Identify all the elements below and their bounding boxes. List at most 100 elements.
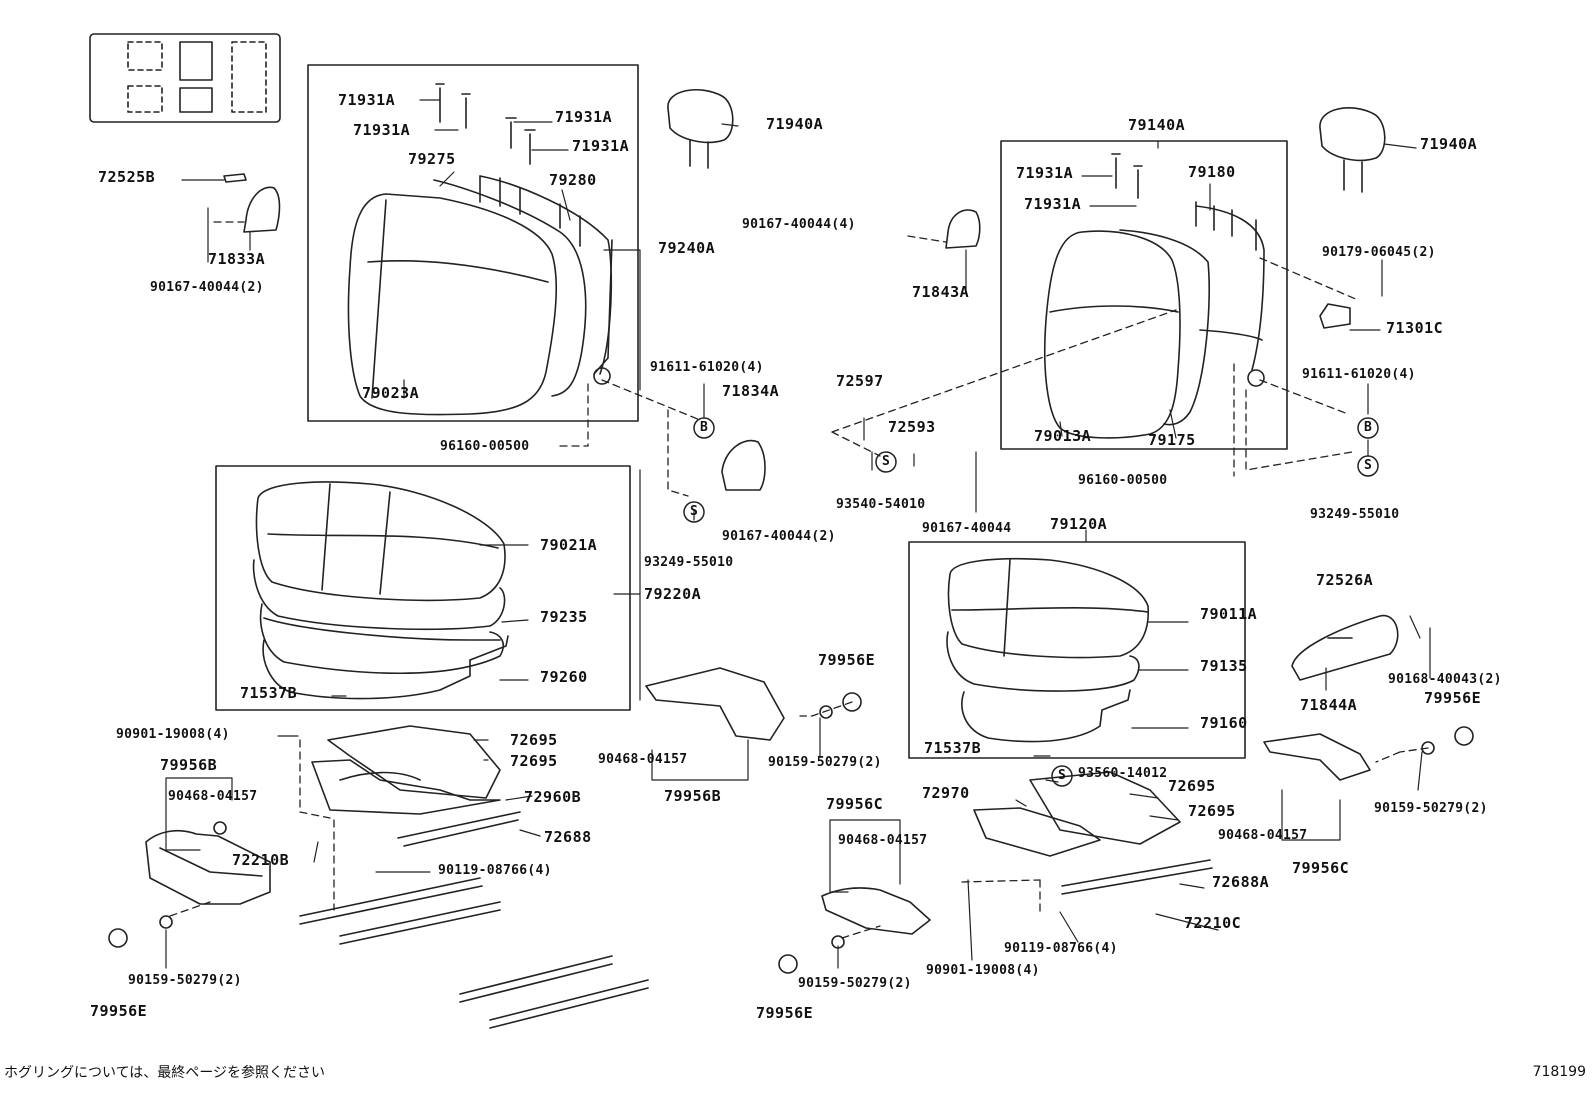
part-label-90167-40044-2b: 90167-40044(2) — [722, 529, 836, 544]
part-label-79160: 79160 — [1200, 714, 1248, 732]
part-label-93249-55010b: 93249-55010 — [1310, 507, 1400, 522]
part-label-79956B-left: 79956B — [160, 756, 218, 774]
part-label-91611-61020-4a: 91611-61020(4) — [650, 360, 764, 375]
part-label-72597: 72597 — [836, 372, 884, 390]
part-label-72695-4: 72695 — [1188, 802, 1236, 820]
part-label-72695-1: 72695 — [510, 731, 558, 749]
part-label-96160-00500a: 96160-00500 — [440, 439, 530, 454]
part-label-93540-54010: 93540-54010 — [836, 497, 926, 512]
part-label-90167-40044: 90167-40044 — [922, 521, 1012, 536]
part-label-71537B-right: 71537B — [924, 739, 982, 757]
box-front-seatback — [1000, 140, 1288, 450]
vehicle-locator-icon — [89, 33, 281, 123]
part-label-72526A: 72526A — [1316, 571, 1374, 589]
part-label-79120A: 79120A — [1050, 515, 1108, 533]
part-label-90468-04157d: 90468-04157 — [1218, 828, 1308, 843]
part-label-93560-14012: 93560-14012 — [1078, 766, 1168, 781]
part-label-90468-04157a: 90468-04157 — [168, 789, 258, 804]
part-label-79956C-right: 79956C — [1292, 859, 1350, 877]
part-label-71931A-3: 71931A — [555, 108, 613, 126]
part-label-72688: 72688 — [544, 828, 592, 846]
marker-b-left: B — [700, 420, 709, 435]
part-label-79235: 79235 — [540, 608, 588, 626]
part-label-72525B: 72525B — [98, 168, 156, 186]
part-label-90167-40044-4: 90167-40044(4) — [742, 217, 856, 232]
part-label-79956E-right: 79956E — [1424, 689, 1482, 707]
box-front-cushion — [908, 541, 1246, 759]
part-label-90167-40044-2a: 90167-40044(2) — [150, 280, 264, 295]
part-label-96160-00500b: 96160-00500 — [1078, 473, 1168, 488]
part-label-79240A: 79240A — [658, 239, 716, 257]
part-label-72960B: 72960B — [524, 788, 582, 806]
part-label-90159-50279-2c: 90159-50279(2) — [1374, 801, 1488, 816]
part-label-79180: 79180 — [1188, 163, 1236, 181]
group-boxes — [215, 64, 1288, 759]
part-label-90179-06045: 90179-06045(2) — [1322, 245, 1436, 260]
dashed-leaders — [169, 221, 1429, 939]
part-label-79013A: 79013A — [1034, 427, 1092, 445]
part-label-90168-40043: 90168-40043(2) — [1388, 672, 1502, 687]
lower-hardware-left — [145, 725, 649, 1029]
leader-lines — [165, 99, 1431, 969]
hinge-covers — [223, 173, 1399, 681]
part-label-71940A-left: 71940A — [766, 115, 824, 133]
part-label-93249-55010a: 93249-55010 — [644, 555, 734, 570]
part-label-71931A-1: 71931A — [338, 91, 396, 109]
box-rear-seatback — [307, 64, 639, 422]
part-label-90159-50279-2b: 90159-50279(2) — [128, 973, 242, 988]
marker-s-lower: S — [1058, 768, 1067, 783]
part-label-72695-2: 72695 — [510, 752, 558, 770]
lower-hardware-right — [645, 667, 1371, 935]
part-label-90468-04157b: 90468-04157 — [598, 752, 688, 767]
box-rear-cushion — [215, 465, 631, 711]
cap-79956E-2 — [778, 954, 798, 974]
seatback-left — [347, 83, 613, 416]
headrest-left — [667, 88, 734, 169]
headrest-right — [1319, 107, 1386, 193]
part-label-71931A-6: 71931A — [1024, 195, 1082, 213]
part-label-71843A: 71843A — [912, 283, 970, 301]
cushion-right — [946, 557, 1150, 743]
part-label-79280: 79280 — [549, 171, 597, 189]
part-label-90159-50279-2d: 90159-50279(2) — [798, 976, 912, 991]
cap-79956E-4 — [1454, 726, 1474, 746]
marker-b-right: B — [1364, 420, 1373, 435]
part-label-79956E-left: 79956E — [90, 1002, 148, 1020]
part-label-79175: 79175 — [1148, 431, 1196, 449]
cap-79956E-1 — [108, 928, 128, 948]
part-label-71940A-right: 71940A — [1420, 135, 1478, 153]
part-label-79011A: 79011A — [1200, 605, 1258, 623]
seatback-right — [1043, 153, 1265, 439]
part-label-71537B-left: 71537B — [240, 684, 298, 702]
part-label-72210C: 72210C — [1184, 914, 1242, 932]
part-label-71833A: 71833A — [208, 250, 266, 268]
part-label-79956B-center: 79956B — [664, 787, 722, 805]
part-label-79275: 79275 — [408, 150, 456, 168]
part-label-72695-3: 72695 — [1168, 777, 1216, 795]
cap-79956E-3 — [842, 692, 862, 712]
part-label-71301C: 71301C — [1386, 319, 1444, 337]
marker-s-right: S — [1364, 458, 1373, 473]
part-label-90159-50279-2a: 90159-50279(2) — [768, 755, 882, 770]
part-label-79135: 79135 — [1200, 657, 1248, 675]
footnote: ホグリングについては、最終ページを参照ください — [4, 1065, 326, 1081]
marker-s-center: S — [882, 454, 891, 469]
part-label-72210B: 72210B — [232, 851, 290, 869]
part-label-72593: 72593 — [888, 418, 936, 436]
part-label-79023A: 79023A — [362, 384, 420, 402]
part-label-72688A: 72688A — [1212, 873, 1270, 891]
part-label-71931A-2: 71931A — [353, 121, 411, 139]
part-label-71844A: 71844A — [1300, 696, 1358, 714]
part-label-79140A: 79140A — [1128, 116, 1186, 134]
part-label-79956E-center: 79956E — [818, 651, 876, 669]
part-label-91611-61020-4b: 91611-61020(4) — [1302, 367, 1416, 382]
part-label-90468-04157c: 90468-04157 — [838, 833, 928, 848]
part-label-79956E-bottom: 79956E — [756, 1004, 814, 1022]
part-label-90901-19008b: 90901-19008(4) — [926, 963, 1040, 978]
part-label-79260: 79260 — [540, 668, 588, 686]
marker-s-left: S — [690, 504, 699, 519]
part-label-71931A-5: 71931A — [1016, 164, 1074, 182]
part-label-90119-08766b: 90119-08766(4) — [1004, 941, 1118, 956]
part-label-71931A-4: 71931A — [572, 137, 630, 155]
